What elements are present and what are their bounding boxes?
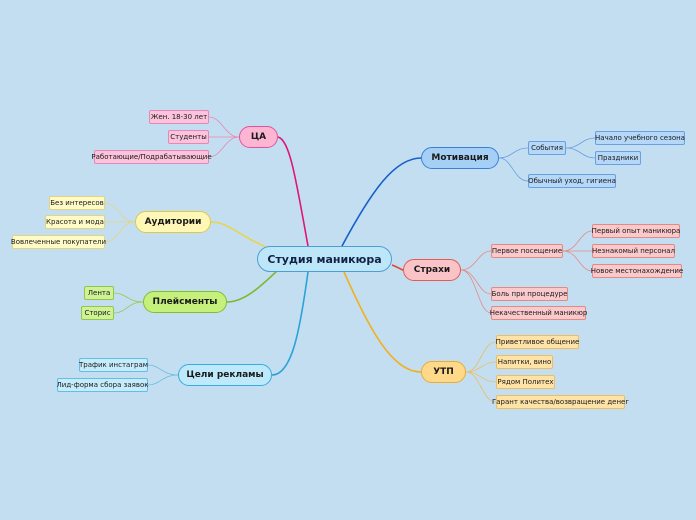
root-node[interactable]: Студия маникюра bbox=[257, 246, 392, 272]
usp-node[interactable]: УТП bbox=[421, 361, 466, 383]
ad-goal-item-traffic[interactable]: Трафик инстаграм bbox=[79, 358, 148, 372]
motivation-event-holidays[interactable]: Праздники bbox=[595, 151, 641, 165]
audiences-node[interactable]: Аудитории bbox=[135, 211, 211, 233]
motivation-node[interactable]: Мотивация bbox=[421, 147, 499, 169]
ca-item-students[interactable]: Студенты bbox=[168, 130, 209, 144]
ca-item-women[interactable]: Жен. 18-30 лет bbox=[149, 110, 209, 124]
audience-item-no-interests[interactable]: Без интересов bbox=[49, 196, 105, 210]
ca-item-workers[interactable]: Работающие/Подрабатывающие bbox=[91, 150, 212, 164]
motivation-events[interactable]: События bbox=[528, 141, 566, 155]
fear-first-manicure[interactable]: Первый опыт маникюра bbox=[592, 224, 680, 238]
audience-item-engaged[interactable]: Вовлеченные покупатели bbox=[11, 235, 106, 249]
usp-item-drinks[interactable]: Напитки, вино bbox=[496, 355, 553, 369]
ad-goals-node[interactable]: Цели рекламы bbox=[178, 364, 272, 386]
motivation-event-school-season[interactable]: Начало учебного сезона bbox=[595, 131, 685, 145]
usp-item-near-polytech[interactable]: Рядом Политех bbox=[496, 375, 555, 389]
fear-bad-manicure[interactable]: Некачественный маникюр bbox=[490, 306, 587, 320]
motivation-hygiene[interactable]: Обычный уход, гигиена bbox=[528, 174, 616, 188]
fear-pain[interactable]: Боль при процедуре bbox=[491, 287, 568, 301]
placement-item-feed[interactable]: Лента bbox=[84, 286, 114, 300]
ad-goal-item-leadform[interactable]: Лид-форма сбора заявок bbox=[57, 378, 148, 392]
fears-node[interactable]: Страхи bbox=[403, 259, 461, 281]
usp-item-guarantee[interactable]: Гарант качества/возвращение денег bbox=[492, 395, 629, 409]
fear-first-visit[interactable]: Первое посещение bbox=[491, 244, 563, 258]
audience-item-beauty[interactable]: Красота и мода bbox=[45, 215, 105, 229]
placement-item-stories[interactable]: Сторис bbox=[81, 306, 114, 320]
fear-new-location[interactable]: Новое местонахождение bbox=[591, 264, 683, 278]
fear-unknown-staff[interactable]: Незнакомый персонал bbox=[592, 244, 675, 258]
placements-node[interactable]: Плейсменты bbox=[143, 291, 227, 313]
ca-node[interactable]: ЦА bbox=[239, 126, 278, 148]
usp-item-friendly[interactable]: Приветливое общение bbox=[496, 335, 579, 349]
